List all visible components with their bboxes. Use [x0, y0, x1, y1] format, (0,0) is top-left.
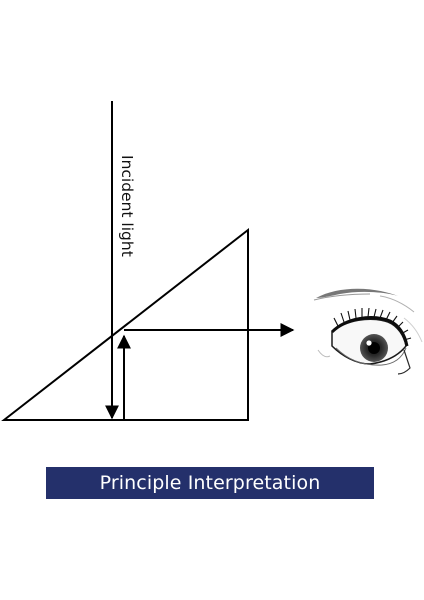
- caption-text: Principle Interpretation: [99, 472, 321, 494]
- eye-icon: [313, 288, 423, 375]
- incident-light-label: Incident light: [118, 155, 136, 257]
- prism-triangle: [1, 227, 249, 421]
- principle-interpretation-banner: Principle Interpretation: [46, 467, 374, 499]
